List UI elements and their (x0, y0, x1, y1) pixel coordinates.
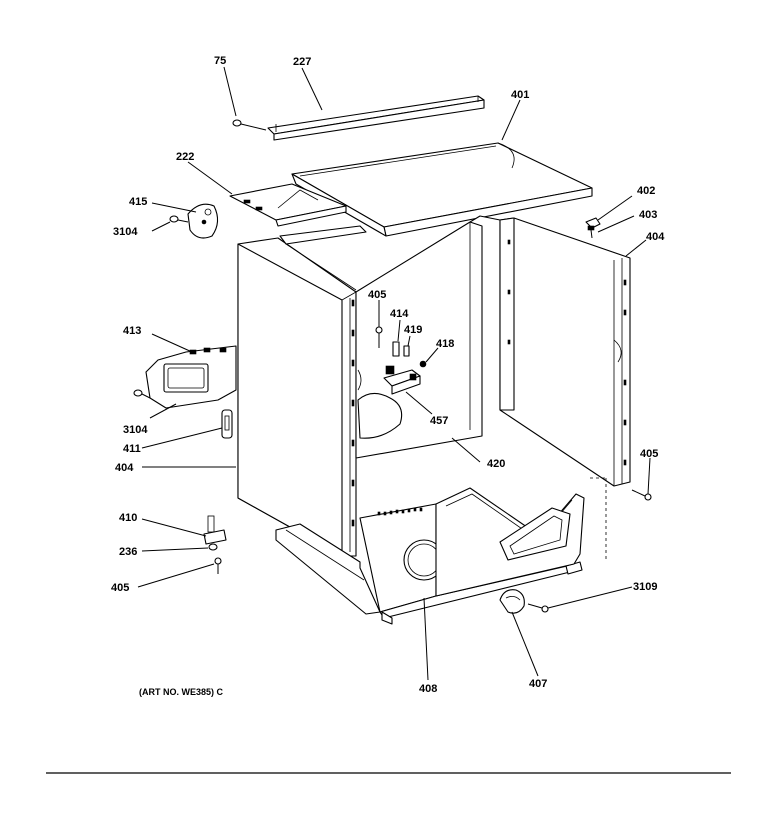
part-419 (403, 345, 410, 357)
label-3104-upper: 3104 (113, 226, 138, 238)
label-420: 420 (487, 458, 505, 470)
duct-housing-413 (145, 345, 237, 409)
part-411 (221, 409, 233, 439)
screw-403 (590, 229, 593, 239)
rear-flange (469, 215, 501, 223)
label-3104-lower: 3104 (123, 424, 148, 436)
duct-bracket-415 (187, 203, 219, 239)
label-408: 408 (419, 683, 437, 695)
label-3109: 3109 (633, 581, 657, 593)
label-457: 457 (430, 415, 448, 427)
label-403: 403 (639, 209, 657, 221)
label-414: 414 (390, 308, 409, 320)
label-404-lower: 404 (115, 462, 134, 474)
label-405-inner: 405 (368, 289, 386, 301)
label-222: 222 (176, 151, 194, 163)
label-407: 407 (529, 678, 547, 690)
label-405-lower: 405 (111, 582, 129, 594)
label-402: 402 (637, 185, 655, 197)
bracket-457 (383, 365, 421, 395)
label-404-upper: 404 (646, 231, 665, 243)
base-frame (275, 523, 381, 615)
part-418 (419, 360, 427, 368)
label-418: 418 (436, 338, 454, 350)
label-236: 236 (119, 546, 137, 558)
label-415: 415 (129, 196, 147, 208)
label-405-right: 405 (640, 448, 658, 460)
label-413: 413 (123, 325, 141, 337)
label-227: 227 (293, 56, 311, 68)
screw-3104-upper (169, 215, 189, 223)
label-410: 410 (119, 512, 137, 524)
top-rail-227 (267, 95, 485, 141)
screw-75 (232, 119, 267, 131)
screw-3109 (527, 603, 549, 613)
label-411: 411 (123, 443, 141, 455)
top-panel-401 (291, 142, 593, 237)
leveling-leg-407 (499, 589, 525, 614)
label-401: 401 (511, 89, 529, 101)
part-414 (392, 341, 400, 357)
side-panel-right-404 (499, 217, 631, 487)
rear-panel-420 (355, 221, 483, 459)
side-panel-left-404 (237, 237, 357, 557)
screw-405-lower-left (214, 557, 222, 574)
cabinet-top-frame (279, 225, 367, 291)
leader-lines (137, 66, 651, 681)
callout-labels: 75 227 401 222 415 3104 402 403 404 405 … (111, 55, 665, 695)
bracket-410 (203, 515, 227, 545)
art-number: (ART NO. WE385) C (139, 687, 224, 697)
base-tray (435, 487, 585, 597)
screw-3104-lower (133, 389, 151, 399)
screw-236 (208, 543, 218, 551)
label-75: 75 (214, 55, 226, 67)
front-bracket-222 (229, 183, 347, 227)
label-419: 419 (404, 324, 422, 336)
